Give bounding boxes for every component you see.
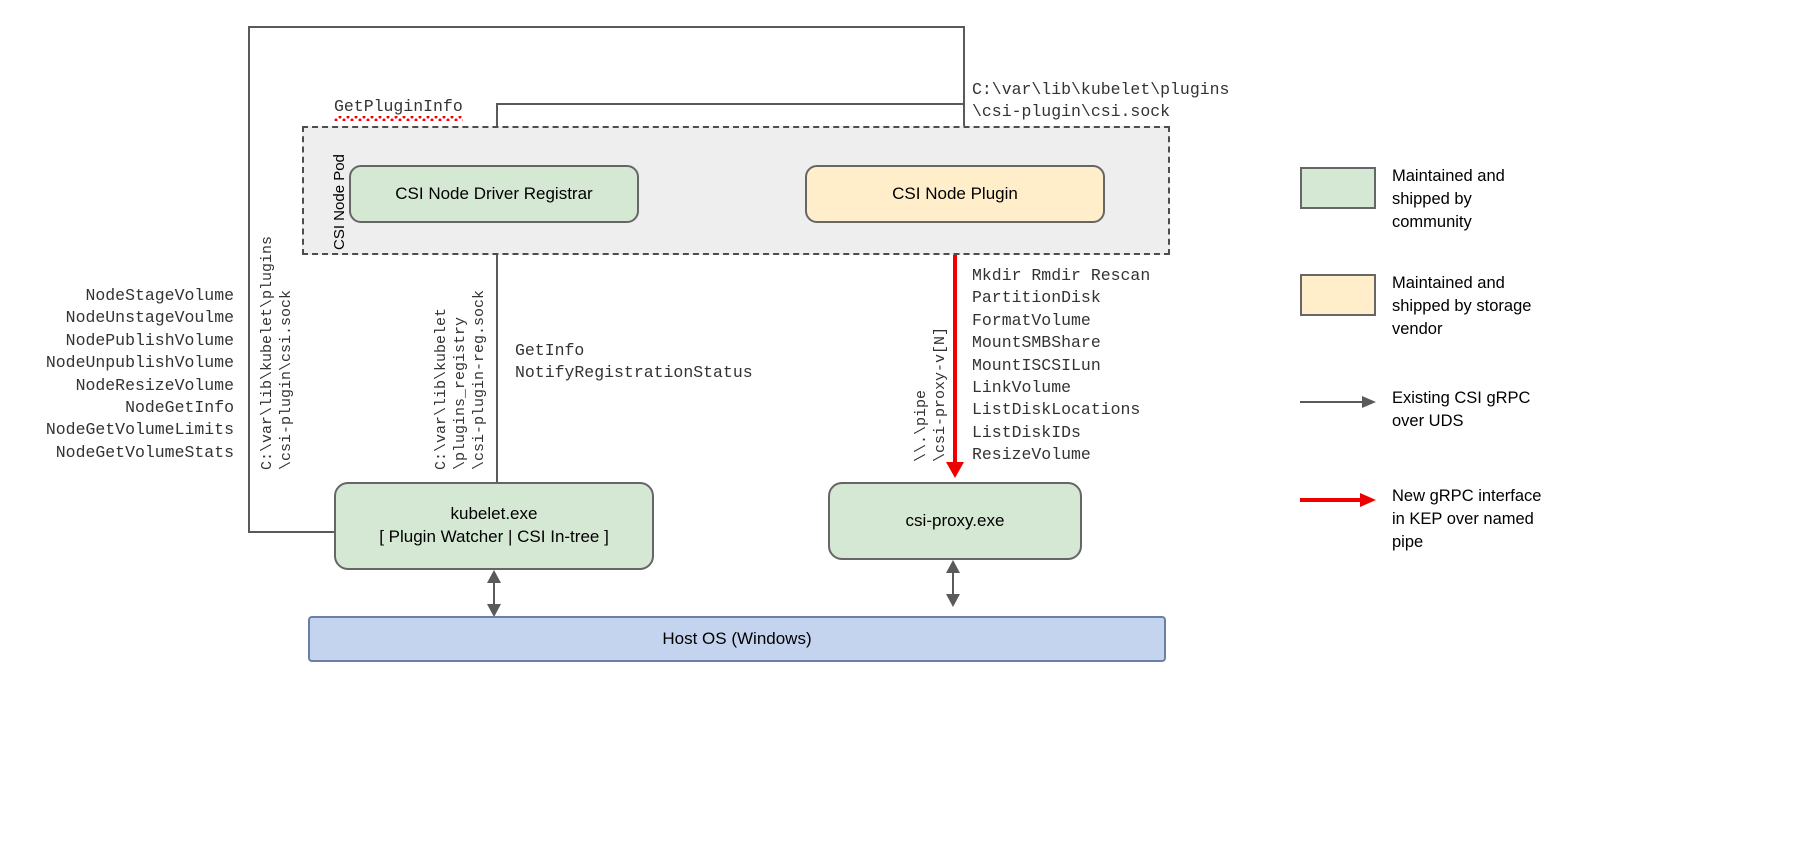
node-csi-node-driver-registrar[interactable]: CSI Node Driver Registrar xyxy=(349,165,639,223)
legend-arrow-new-wrap xyxy=(1300,485,1392,507)
legend-label-new-grpc: New gRPC interface in KEP over named pip… xyxy=(1392,487,1542,551)
legend-swatch-vendor xyxy=(1300,274,1376,316)
legend-item-new-grpc: New gRPC interface in KEP over named pip… xyxy=(1300,485,1730,554)
connector-csiproxy-to-hostos xyxy=(952,572,954,598)
legend: Maintained and shipped by community Main… xyxy=(1300,165,1730,592)
node-kubelet-exe-label: kubelet.exe xyxy=(450,504,538,524)
node-kubelet-exe[interactable]: kubelet.exe [ Plugin Watcher | CSI In-tr… xyxy=(334,482,654,570)
connector-kubelet-to-plugin-top xyxy=(248,26,964,28)
csi-node-pod-label: CSI Node Pod xyxy=(330,154,348,250)
label-registrar-calls: GetInfo NotifyRegistrationStatus xyxy=(515,341,753,383)
label-registration-socket-path: C:\var\lib\kubelet \plugins_registry \cs… xyxy=(433,289,488,470)
label-get-plugin-info-text: GetPluginInfo xyxy=(334,97,463,116)
arrowhead-csiproxy-up xyxy=(946,560,960,573)
node-host-os-label: Host OS (Windows) xyxy=(662,628,812,648)
connector-registrar-to-plugin-horizontal xyxy=(496,103,964,105)
legend-swatch-vendor-wrap xyxy=(1300,272,1392,316)
node-host-os[interactable]: Host OS (Windows) xyxy=(308,616,1166,662)
legend-arrow-existing-icon xyxy=(1300,395,1380,409)
legend-label-existing-grpc: Existing CSI gRPC over UDS xyxy=(1392,389,1531,430)
legend-label-community: Maintained and shipped by community xyxy=(1392,167,1505,231)
connector-kubelet-to-plugin-bottom xyxy=(248,531,336,533)
node-csi-node-driver-registrar-label: CSI Node Driver Registrar xyxy=(395,183,593,203)
node-csi-node-plugin-label: CSI Node Plugin xyxy=(892,183,1018,203)
list-csi-proxy-api: Mkdir Rmdir Rescan PartitionDisk FormatV… xyxy=(972,266,1151,465)
legend-swatch-community xyxy=(1300,167,1376,209)
legend-item-vendor: Maintained and shipped by storage vendor xyxy=(1300,272,1730,341)
legend-arrow-new-icon xyxy=(1300,493,1380,507)
node-csi-proxy-exe-label: csi-proxy.exe xyxy=(905,510,1005,530)
connector-kubelet-to-hostos xyxy=(493,582,495,608)
arrowhead-kubelet-down xyxy=(487,604,501,617)
connector-plugin-to-csiproxy-red xyxy=(953,222,957,468)
legend-swatch-community-wrap xyxy=(1300,165,1392,209)
node-csi-node-plugin[interactable]: CSI Node Plugin xyxy=(805,165,1105,223)
node-csi-proxy-exe[interactable]: csi-proxy.exe xyxy=(828,482,1082,560)
connector-plugin-entry-vertical xyxy=(963,26,965,161)
spellcheck-squiggle xyxy=(334,116,463,121)
legend-item-community: Maintained and shipped by community xyxy=(1300,165,1730,234)
legend-arrow-existing-wrap xyxy=(1300,387,1392,409)
legend-item-existing-grpc: Existing CSI gRPC over UDS xyxy=(1300,387,1730,433)
arrowhead-into-csiproxy-red xyxy=(946,462,964,478)
connector-kubelet-to-registrar xyxy=(496,236,498,484)
arrowhead-csiproxy-down xyxy=(946,594,960,607)
label-kubelet-to-plugin-path: C:\var\lib\kubelet\plugins \csi-plugin\c… xyxy=(259,235,295,470)
node-kubelet-exe-sublabel: [ Plugin Watcher | CSI In-tree ] xyxy=(379,527,609,546)
label-named-pipe: \\.\pipe \csi-proxy-v[N] xyxy=(913,326,949,462)
arrowhead-kubelet-up xyxy=(487,570,501,583)
connector-kubelet-to-plugin-vertical-left xyxy=(248,26,250,532)
legend-label-vendor: Maintained and shipped by storage vendor xyxy=(1392,274,1532,338)
list-csi-node-api: NodeStageVolume NodeUnstageVoulme NodePu… xyxy=(45,286,234,462)
label-get-plugin-info: GetPluginInfo xyxy=(334,97,463,121)
label-plugin-socket-path: C:\var\lib\kubelet\plugins \csi-plugin\c… xyxy=(972,80,1230,122)
